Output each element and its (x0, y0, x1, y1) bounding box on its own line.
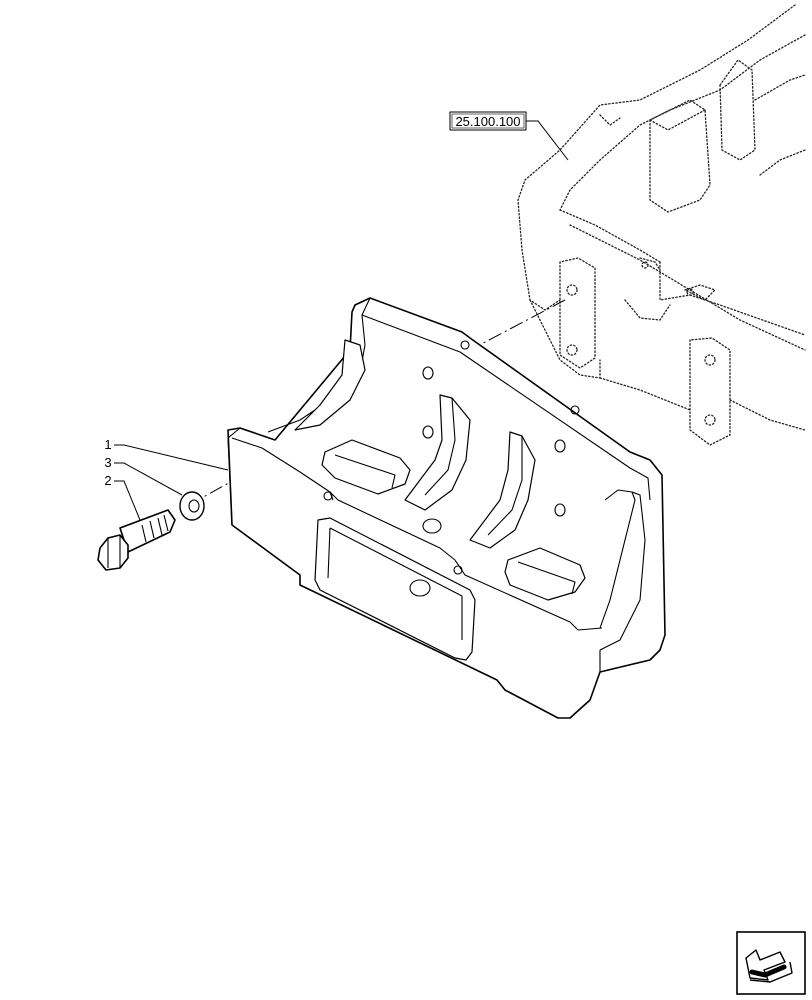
callout-1-number: 1 (104, 437, 111, 452)
callout-3: 3 (104, 455, 183, 496)
callout-3-number: 3 (104, 455, 111, 470)
reference-label-text: 25.100.100 (455, 114, 520, 129)
washer (179, 491, 205, 521)
callout-1: 1 (104, 437, 229, 471)
page-navigation-arrow-icon[interactable] (736, 931, 806, 995)
callout-2: 2 (104, 473, 141, 521)
ballast-weight (227, 297, 666, 719)
reference-frame-outline (517, 4, 806, 446)
hex-bolt (97, 509, 176, 571)
reference-label: 25.100.100 (449, 111, 569, 161)
callout-2-number: 2 (104, 473, 111, 488)
